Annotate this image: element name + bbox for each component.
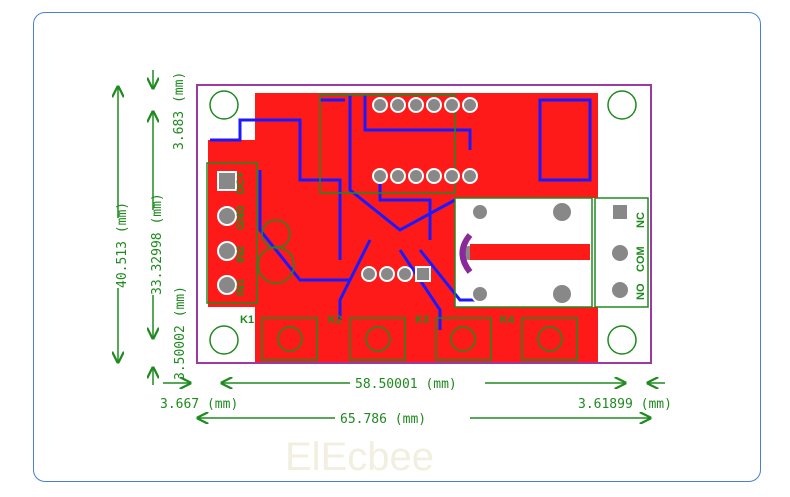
relay-pin-labels: NO COM NC <box>635 212 647 300</box>
dim-height-holes: 33.32998 (mm) <box>150 193 165 295</box>
dim-right-margin: 3.61899 (mm) <box>578 397 672 412</box>
dim-height-total: 40.513 (mm) <box>115 202 130 288</box>
input-pin-labels: IN1 IN2 GND DC+ <box>235 172 247 296</box>
pin-label-in1: IN1 <box>235 279 247 296</box>
silkscreen <box>206 94 649 361</box>
terminal-outline <box>594 197 649 308</box>
dim-bottom-margin: 3.50002 (mm) <box>173 286 188 380</box>
dim-width-total: 65.786 (mm) <box>340 412 426 427</box>
relay-coil-mark <box>459 233 473 274</box>
relay-outline <box>454 197 593 308</box>
button-label-k1: K1 <box>240 314 254 326</box>
image-frame <box>33 12 761 482</box>
relay-label-com: COM <box>635 246 647 272</box>
watermark: ElEcbee <box>285 435 434 479</box>
relay-label-nc: NC <box>635 212 647 228</box>
button-label-k3: K3 <box>415 314 429 326</box>
mounting-holes <box>209 90 637 355</box>
dim-width-holes: 58.50001 (mm) <box>355 377 457 392</box>
relay-label-no: NO <box>635 283 647 300</box>
dim-left-margin: 3.667 (mm) <box>160 397 238 412</box>
pin-label-in2: IN2 <box>235 246 247 263</box>
input-header-outline <box>206 162 258 304</box>
pin-label-gnd: GND <box>235 206 247 231</box>
dim-top-margin: 3.683 (mm) <box>172 72 187 150</box>
copper-bottom-traces <box>210 95 592 330</box>
button-label-k2: K2 <box>328 314 342 326</box>
button-label-k4: K4 <box>500 314 515 326</box>
pin-label-dc: DC+ <box>235 172 247 194</box>
relay-com-trace <box>470 244 590 260</box>
dimension-lines <box>118 70 665 418</box>
